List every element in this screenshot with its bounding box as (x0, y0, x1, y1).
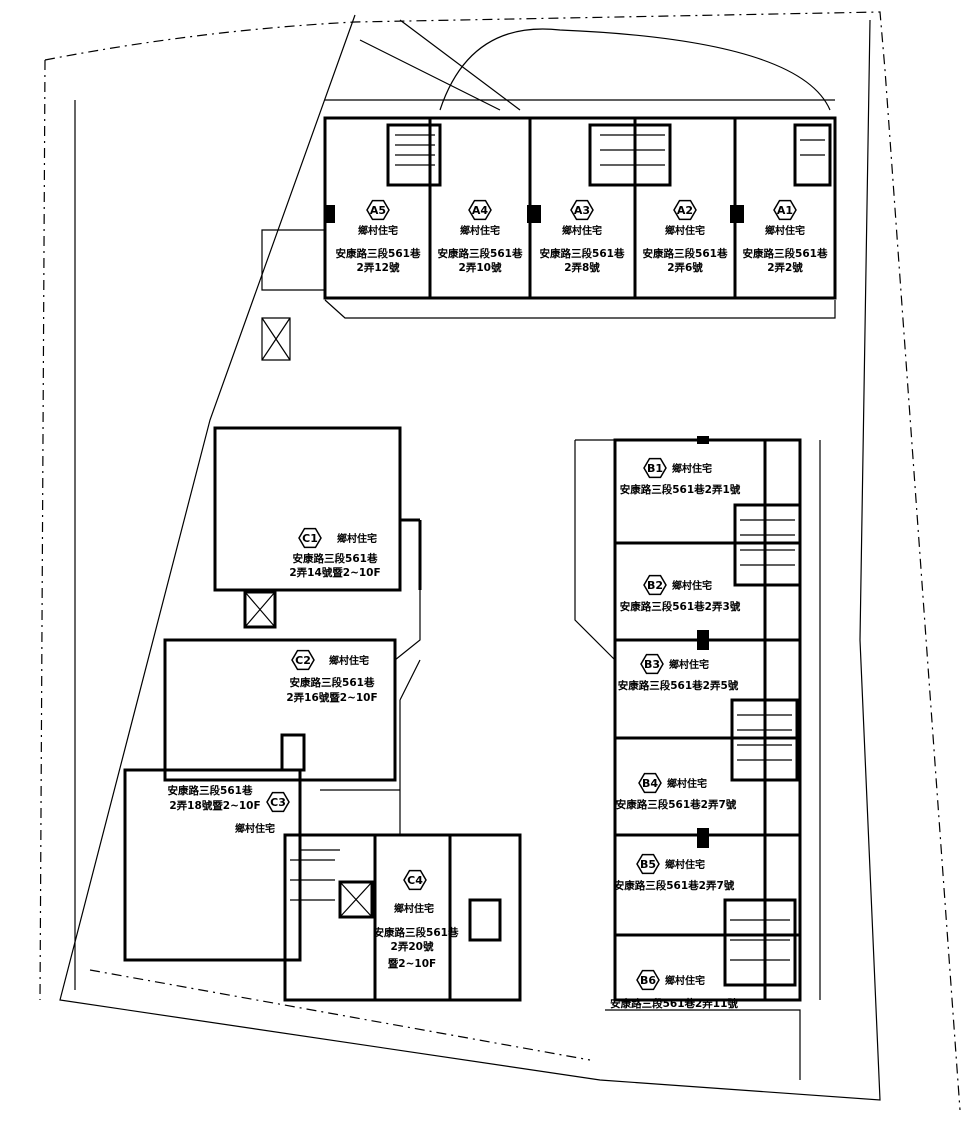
unit-address: 安康路三段561巷 (374, 926, 459, 939)
unit-id: B6 (640, 974, 656, 987)
unit-tag-hexagon (638, 772, 662, 794)
unit-id: C1 (302, 532, 318, 545)
unit-id: A3 (574, 204, 590, 217)
unit-id: C3 (270, 796, 286, 809)
unit-address: 安康路三段561巷 (743, 247, 828, 260)
unit-id: A4 (472, 204, 489, 217)
unit-tag-hexagon (366, 199, 390, 221)
unit-address: 安康路三段561巷2弄3號 (620, 600, 741, 613)
unit-id: C4 (407, 874, 423, 887)
unit-type: 鄉村住宅 (562, 224, 602, 237)
unit-address: 2弄12號 (357, 261, 400, 274)
building-c (123, 426, 522, 1002)
unit-address: 安康路三段561巷 (168, 784, 253, 797)
site-boundary (39, 11, 961, 1111)
unit-address: 安康路三段561巷 (643, 247, 728, 260)
building-b (574, 436, 821, 1080)
unit-address: 安康路三段561巷 (293, 552, 378, 565)
unit-id: A2 (677, 204, 693, 217)
unit-type: 鄉村住宅 (672, 462, 712, 475)
unit-type: 鄉村住宅 (765, 224, 805, 237)
unit-tag-hexagon (291, 649, 315, 671)
unit-address: 安康路三段561巷 (438, 247, 523, 260)
unit-type: 鄉村住宅 (358, 224, 398, 237)
unit-type: 鄉村住宅 (669, 658, 709, 671)
building-a (261, 99, 837, 361)
unit-id: B5 (640, 858, 656, 871)
unit-address: 2弄2號 (767, 261, 803, 274)
unit-address: 安康路三段561巷2弄7號 (616, 798, 737, 811)
unit-tag-hexagon (468, 199, 492, 221)
unit-address: 安康路三段561巷 (540, 247, 625, 260)
unit-address: 安康路三段561巷2弄11號 (610, 997, 738, 1010)
unit-tag-hexagon (673, 199, 697, 221)
unit-address: 安康路三段561巷2弄7號 (614, 879, 735, 892)
unit-tag-hexagon (643, 457, 667, 479)
unit-type: 鄉村住宅 (460, 224, 500, 237)
unit-address: 安康路三段561巷 (290, 676, 375, 689)
unit-address: 2弄10號 (459, 261, 502, 274)
unit-id: A1 (777, 204, 793, 217)
unit-type: 鄉村住宅 (329, 654, 369, 667)
unit-tag-hexagon (403, 869, 427, 891)
unit-tag-hexagon (643, 574, 667, 596)
unit-address: 2弄6號 (667, 261, 703, 274)
unit-address: 安康路三段561巷 (336, 247, 421, 260)
unit-address: 安康路三段561巷2弄1號 (620, 483, 741, 496)
unit-id: B4 (642, 777, 658, 790)
unit-address: 2弄18號暨2~10F (169, 799, 260, 812)
unit-id: B1 (647, 462, 663, 475)
unit-address: 暨2~10F (388, 957, 436, 970)
unit-type: 鄉村住宅 (665, 858, 705, 871)
unit-tag-hexagon (266, 791, 290, 813)
unit-address: 2弄14號暨2~10F (289, 566, 380, 579)
unit-id: C2 (295, 654, 311, 667)
unit-address: 2弄8號 (564, 261, 600, 274)
unit-tag-hexagon (636, 853, 660, 875)
unit-type: 鄉村住宅 (235, 822, 275, 835)
unit-tag-hexagon (298, 527, 322, 549)
unit-id: A5 (370, 204, 386, 217)
unit-type: 鄉村住宅 (665, 224, 705, 237)
unit-tag-hexagon (773, 199, 797, 221)
unit-tag-hexagon (636, 969, 660, 991)
unit-type: 鄉村住宅 (667, 777, 707, 790)
unit-address: 2弄20號 (391, 940, 434, 953)
unit-c3: C3 鄉村住宅 安康路三段561巷 2弄18號暨2~10F (168, 784, 290, 835)
unit-address: 安康路三段561巷2弄5號 (618, 679, 739, 692)
unit-tag-hexagon (640, 653, 664, 675)
unit-id: B2 (647, 579, 663, 592)
unit-type: 鄉村住宅 (337, 532, 377, 545)
unit-type: 鄉村住宅 (672, 579, 712, 592)
unit-type: 鄉村住宅 (394, 902, 434, 915)
unit-type: 鄉村住宅 (665, 974, 705, 987)
unit-tag-hexagon (570, 199, 594, 221)
unit-address: 2弄16號暨2~10F (286, 691, 377, 704)
unit-id: B3 (644, 658, 660, 671)
